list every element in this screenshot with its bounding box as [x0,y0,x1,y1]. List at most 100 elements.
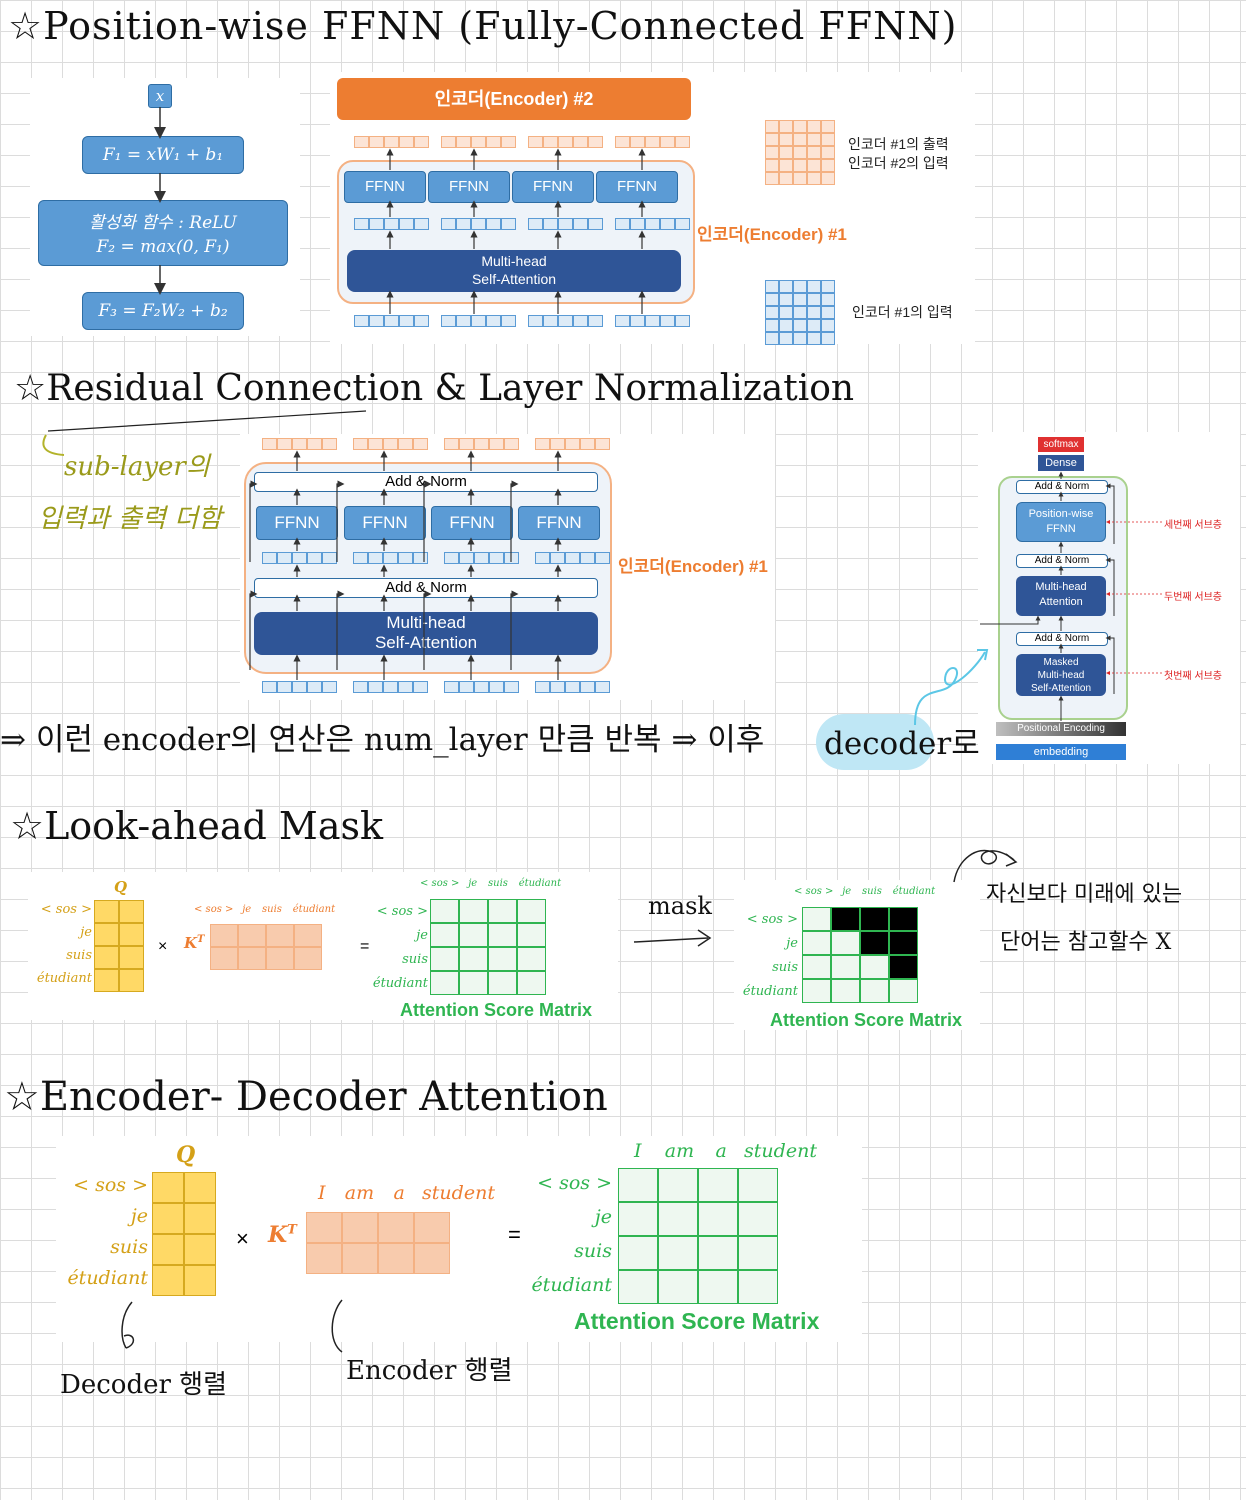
mask-equals: = [360,938,370,955]
encoder-arrows [386,148,646,314]
mask-asm-matrix [430,899,546,995]
asm-row-label: < sos > [376,904,428,919]
encdec-asm-matrix [618,1168,778,1304]
masked-cell [802,931,831,955]
decoder-sub1-label: 첫번째 서브층 [1164,671,1222,682]
asm-row-label: je [416,928,428,943]
mid-vector [444,552,519,564]
residual-note-line2: 입력과 출력 더함 [38,504,222,534]
input-vector [535,681,610,693]
res-attention-line2: Self-Attention [374,633,478,652]
mask-asm-title: Attention Score Matrix [400,1000,593,1020]
decoder-arrows [980,471,1162,721]
encoder1-label: 인코더(Encoder) #1 [697,225,847,244]
masked-cell [802,955,831,979]
res-multihead-block: Multi-head Self-Attention [254,612,598,655]
output-vector [444,438,519,450]
residual-arrows [249,450,562,680]
mid-vector [354,218,429,230]
encdec-kt-col: a [393,1182,405,1204]
mask-q-row-label: étudiant [36,971,92,986]
masked-cell [889,907,918,931]
masked-cell [860,907,889,931]
mask-kt-col: étudiant [292,904,336,915]
input-vector [354,315,429,327]
mask-panel-left: Q < sos > je suis étudiant × KT < sos > … [28,872,618,1020]
masked-cell [831,931,860,955]
legend-orange-matrix [765,120,835,185]
res-ffnn-3: FFNN [431,506,513,540]
masked-row-label: je [786,936,798,951]
encdec-kt-sup: T [287,1222,297,1238]
mask-kt-matrix [210,924,322,970]
masked-cell [831,955,860,979]
asm-col: suis [488,878,508,889]
decoder-mha-line2: Attention [1039,596,1083,608]
activation-title: 활성화 함수 : ReLU [89,213,237,233]
residual-note-line1: sub-layer의 [64,452,210,482]
mask-asm-cols: < sos > je suis étudiant [420,878,561,889]
mask-note-line1: 자신보다 미래에 있는 [986,882,1183,907]
title-residual: ☆Residual Connection & Layer Normalizati… [14,368,855,409]
res-attention-line1: Multi-head [386,613,466,632]
legend-input-label: 인코더 #1의 입력 [852,304,953,320]
encoder-diagram-panel: 인코더(Encoder) #2 FFNN FFNN FFNN FFNN Mult… [330,72,975,345]
mask-word: mask [648,892,712,920]
masked-col: je [842,886,852,897]
encdec-q-row-label: je [130,1205,148,1227]
decoder-softmax: softmax [1038,437,1084,452]
decoder-dense: Dense [1038,455,1084,471]
residual-input-vectors [262,681,610,693]
masked-cell [802,979,831,1003]
encdec-equals: = [508,1222,521,1247]
mask-q-row-label: suis [66,948,92,963]
decoder-mha: Multi-head Attention [1016,576,1106,616]
decoder-diagram-panel: softmax Dense Add & Norm Position-wise F… [978,432,1240,764]
decoder-masked-line1: Masked [1043,657,1079,668]
encdec-asm-cols: I am a student [634,1140,817,1163]
output-vector [535,438,610,450]
masked-asm-matrix [802,907,918,1003]
input-vector [528,315,603,327]
encdec-kt-col: student [422,1182,495,1204]
input-vector [353,681,428,693]
encdec-q-row-label: suis [110,1236,148,1258]
asm-row-label: suis [402,952,428,967]
encoder-output-vectors [354,136,690,148]
decoder-positional-encoding: Positional Encoding [996,722,1126,736]
mid-vector [441,218,516,230]
encdec-panel: Q < sos > je suis étudiant × KT I am a s… [56,1136,862,1342]
masked-cell [860,979,889,1003]
output-vector [354,136,429,148]
residual-underline [42,410,367,456]
residual-mid-vectors [262,552,610,564]
masked-cell [889,979,918,1003]
encdec-asm-col: I [634,1140,642,1162]
masked-col: < sos > [794,886,834,897]
encdec-q-rows: < sos > je suis étudiant [56,1174,148,1298]
masked-row-label: étudiant [742,984,798,999]
encdec-asm-col: a [715,1140,727,1162]
mask-q-label: Q [114,878,128,896]
legend-output-label-1: 인코더 #1의 출력 [848,136,949,152]
encdec-asm-row-label: je [594,1206,612,1228]
encdec-asm-rows: < sos > je suis étudiant [518,1172,612,1308]
decoder-matrix-note: Decoder 행렬 [60,1370,228,1400]
encdec-asm-title: Attention Score Matrix [574,1308,820,1334]
masked-col: étudiant [892,886,936,897]
encdec-asm-row-label: < sos > [537,1172,612,1194]
title-mask: ☆Look-ahead Mask [10,804,384,848]
decoder-ffnn-line2: FFNN [1046,523,1076,535]
mid-vector [615,218,690,230]
masked-row-label: < sos > [746,912,798,927]
asm-col: je [468,878,478,889]
decoder-embedding: embedding [996,744,1126,760]
masked-cell [889,955,918,979]
encdec-brackets [121,1299,343,1353]
masked-cell [831,907,860,931]
output-vector [262,438,337,450]
mask-asm-rows: < sos > je suis étudiant [358,904,428,1000]
encoder-mid-vectors [354,218,690,230]
output-vector [441,136,516,148]
mask-note-line2: 단어는 참고할수 X [1000,930,1172,955]
